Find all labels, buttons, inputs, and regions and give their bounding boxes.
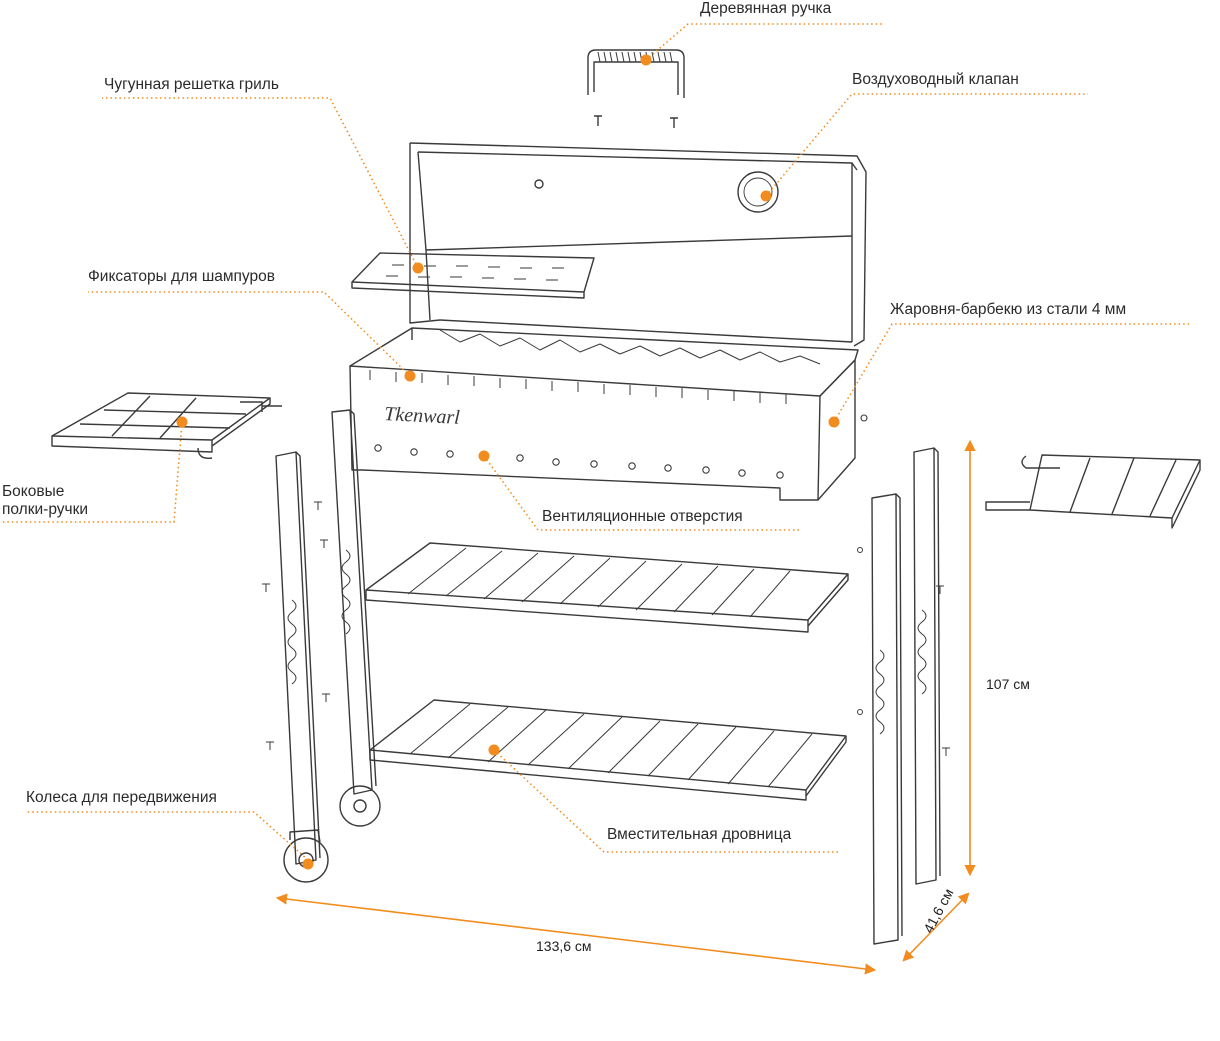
left-side-shelf-part <box>51 392 282 459</box>
label-cast-iron-grate: Чугунная решетка гриль <box>104 76 279 93</box>
upper-shelf-part <box>365 542 849 633</box>
right-side-shelf-part <box>985 454 1201 529</box>
dimension-height: 107 см <box>986 676 1030 692</box>
grill-grate-part <box>351 252 595 299</box>
label-wooden-handle: Деревянная ручка <box>700 0 832 17</box>
label-vent-holes: Вентиляционные отверстия <box>542 508 743 525</box>
firebox-part <box>349 327 868 501</box>
brand-logo: Tkenwarl <box>384 403 461 429</box>
leader-lines <box>0 23 1192 861</box>
left-legs-part <box>275 409 381 883</box>
dimension-arrows <box>275 439 976 975</box>
screws <box>262 501 950 756</box>
label-wheels: Колеса для передвижения <box>26 789 217 806</box>
right-legs-part <box>871 447 941 945</box>
wooden-handle-part <box>587 49 685 128</box>
lid-part <box>409 142 867 347</box>
lower-shelf-part <box>369 699 847 801</box>
label-side-shelves-line1: Боковые <box>2 483 65 500</box>
dimension-width: 133,6 см <box>536 938 592 954</box>
label-air-valve: Воздуховодный клапан <box>852 71 1019 88</box>
label-firewood-rack: Вместительная дровница <box>607 826 792 843</box>
label-skewer-holders: Фиксаторы для шампуров <box>88 268 275 285</box>
label-bbq-body: Жаровня-барбекю из стали 4 мм <box>890 301 1127 318</box>
callout-dots <box>176 54 840 870</box>
label-side-shelves-line2: полки-ручки <box>2 501 89 518</box>
